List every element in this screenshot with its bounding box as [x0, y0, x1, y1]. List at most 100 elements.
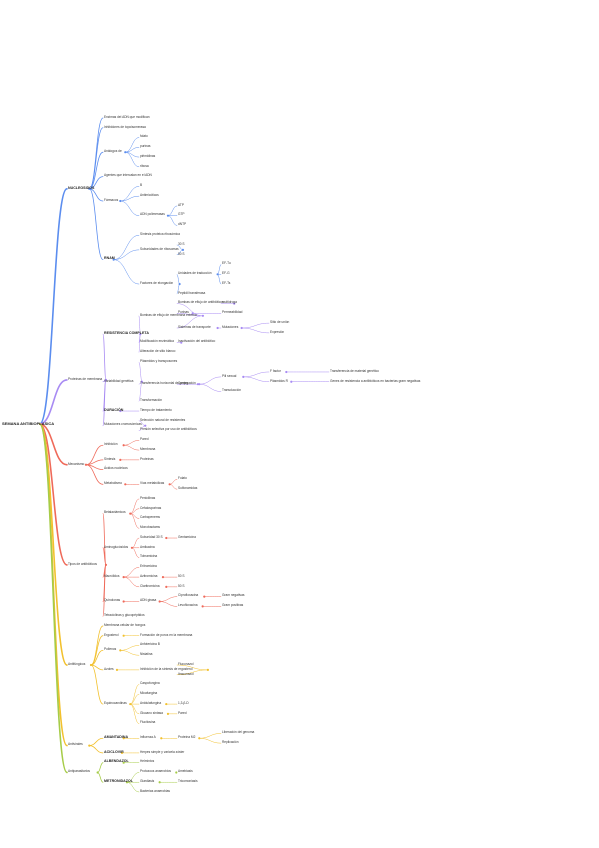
- sub-topic: Pared: [178, 710, 187, 715]
- branch-link: [90, 625, 104, 666]
- branch-link: [123, 444, 140, 451]
- branch-link: [138, 361, 143, 382]
- root-topic: SEMANA ANTIBIOPLASICA: [2, 420, 55, 426]
- branch-link: [38, 423, 68, 566]
- sub-topic: AMANTADINA: [104, 735, 129, 740]
- sub-topic: ATP: [178, 202, 184, 207]
- branch-link: [241, 327, 270, 334]
- sub-topic: Conjugación: [178, 380, 196, 385]
- branch-link: [85, 444, 104, 466]
- branch-link: [138, 333, 141, 353]
- sub-topic: 30 S: [178, 241, 185, 246]
- sub-topic: Membrana celular de hongos: [104, 622, 146, 627]
- sub-topic: Aminoglucósidos: [104, 544, 129, 549]
- branch-link: [123, 567, 140, 578]
- branch-link: [176, 313, 204, 317]
- branch-link: [169, 479, 178, 485]
- main-branch: Tipos de antibióticos: [68, 561, 97, 566]
- sub-topic: Eritromicina: [140, 564, 157, 569]
- branch-link: [159, 601, 178, 607]
- branch-link: [38, 423, 68, 466]
- sub-topic: Sistemas de transporte: [178, 324, 211, 329]
- sub-topic: 50 S: [178, 251, 185, 256]
- sub-topic: Subunidad 30 S: [140, 534, 163, 539]
- sub-topic: Tiempo de tratamiento: [140, 407, 172, 412]
- sub-topic: Anidulafungina: [140, 700, 162, 705]
- sub-topic: Bombas de eflujo de membrana externa: [140, 312, 197, 317]
- branch-link: [176, 274, 180, 285]
- sub-topic: Flucitosina: [140, 720, 156, 725]
- sub-topic: Caspofungina: [140, 681, 160, 686]
- sub-topic: Transferencia de material genético: [330, 368, 379, 373]
- branch-link: [90, 649, 104, 666]
- branch-link: [97, 772, 104, 783]
- sub-topic: Proteína M2: [178, 735, 196, 740]
- sub-topic: folato: [140, 134, 148, 139]
- sub-topic: Folato: [178, 476, 187, 481]
- branch-link: [102, 547, 107, 566]
- sub-topic: Gram negativas: [222, 593, 245, 598]
- sub-topic: EF-G: [222, 271, 230, 276]
- sub-topic: Antimicóticos: [140, 192, 159, 197]
- branch-link: [38, 423, 68, 774]
- branch-link: [88, 151, 104, 190]
- sub-topic: Azitromicina: [140, 573, 158, 578]
- branch-link: [176, 669, 209, 676]
- sub-topic: Agentes que intercalan en el ADN: [104, 173, 152, 178]
- branch-link: [167, 215, 178, 226]
- sub-topic: Presión selectiva por uso de antibiótico…: [140, 427, 197, 432]
- sub-topic: B: [140, 183, 143, 188]
- branch-link: [120, 186, 140, 202]
- branch-link: [138, 425, 146, 431]
- sub-topic: Inhibición de la síntesis de ergosterol: [140, 666, 193, 671]
- branch-link: [199, 376, 222, 385]
- branch-link: [176, 249, 184, 256]
- sub-topic: Ciprofloxacina: [178, 593, 199, 598]
- branch-link: [88, 188, 104, 261]
- sub-topic: Vías metabólicas: [140, 481, 165, 486]
- branch-link: [199, 383, 222, 392]
- sub-topic: Genes de resistencia a antibióticos en b…: [330, 378, 421, 383]
- branch-link: [217, 264, 222, 275]
- sub-topic: Macrólidos: [104, 573, 120, 578]
- branch-link: [123, 576, 140, 588]
- branch-link: [138, 381, 143, 402]
- sub-topic: F factor: [270, 368, 281, 373]
- branch-link: [138, 315, 141, 335]
- sub-topic: Mutaciones cromosómicas: [104, 422, 142, 427]
- branch-link: [102, 564, 107, 617]
- sub-topic: Azoles: [104, 666, 114, 671]
- sub-topic: Equinocandinas: [104, 700, 127, 705]
- sub-topic: Penicilinas: [140, 495, 156, 500]
- sub-topic: ACICLOVIR: [104, 749, 124, 754]
- branch-link: [176, 303, 204, 317]
- branch-link: [199, 738, 222, 744]
- branch-link: [88, 745, 104, 754]
- sub-topic: EF-Tu: [222, 261, 231, 266]
- sub-topic: Inhibidores de topoisomerasa: [104, 124, 146, 129]
- sub-topic: Herpes simple y varicela zóster: [140, 749, 185, 754]
- sub-topic: Mutaciones: [222, 324, 239, 329]
- branch-link: [199, 733, 222, 739]
- branch-link: [90, 664, 104, 671]
- sub-topic: Formación de poros en la membrana: [140, 632, 193, 637]
- sub-topic: Bombas de eflujo de antibióticos: [178, 300, 224, 305]
- sub-topic: 1,3-β-D: [178, 700, 189, 705]
- sub-topic: Inhibición: [104, 442, 118, 447]
- sub-topic: Transducción: [222, 388, 242, 393]
- sub-topic: Pared: [140, 437, 149, 442]
- main-branch: Antifúngicos: [68, 661, 86, 666]
- branch-link: [38, 423, 68, 666]
- sub-topic: Tricomoniasis: [178, 779, 198, 784]
- sub-topic: purinas: [140, 144, 151, 149]
- sub-topic: Carbapenems: [140, 515, 161, 520]
- sub-topic: Influenza A: [140, 735, 156, 740]
- sub-topic: pirimidinas: [140, 153, 156, 158]
- sub-topic: ADN girasa: [140, 598, 157, 603]
- branch-link: [123, 440, 140, 446]
- branch-link: [120, 195, 140, 202]
- branch-link: [88, 737, 104, 747]
- sub-topic: Ácidos nucleicos: [104, 466, 128, 471]
- branch-link: [85, 464, 104, 485]
- branch-link: [88, 127, 104, 190]
